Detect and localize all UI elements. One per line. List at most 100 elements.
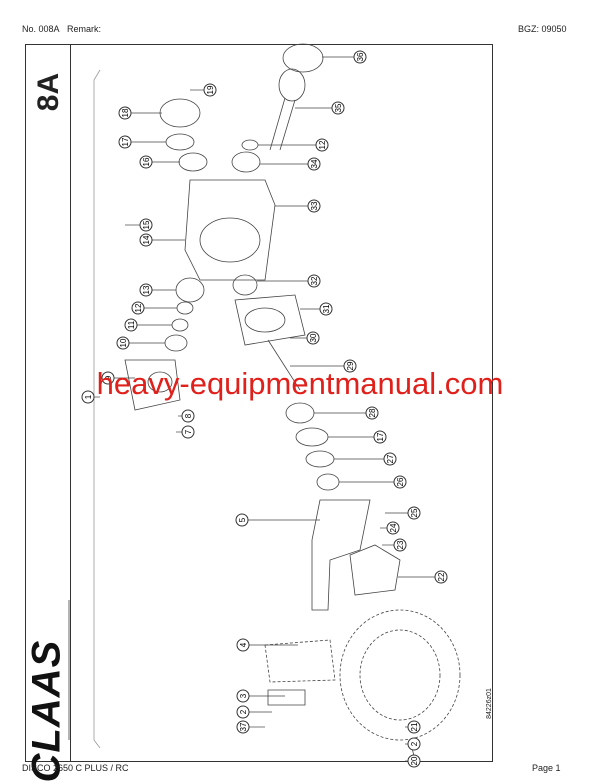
callout-circle xyxy=(235,513,249,527)
callout-number: 35 xyxy=(334,103,343,112)
callout-circle xyxy=(386,521,400,535)
callout-number: 25 xyxy=(410,508,419,517)
callout-circle xyxy=(181,409,195,423)
callout-number: 21 xyxy=(410,722,419,731)
callout-2: 2 xyxy=(236,705,272,719)
callout-number: 11 xyxy=(127,320,136,329)
callout-number: 1 xyxy=(84,394,93,399)
callout-number: 9 xyxy=(104,375,113,380)
part-number: No. 008A xyxy=(22,24,60,34)
callout-12: 12 xyxy=(131,301,177,315)
callout-3: 3 xyxy=(236,689,285,703)
callout-29: 29 xyxy=(290,359,357,373)
callout-22: 22 xyxy=(398,570,448,584)
callout-number: 18 xyxy=(121,108,130,117)
callout-circle xyxy=(407,506,421,520)
callout-number: 10 xyxy=(119,338,128,347)
callout-circle xyxy=(365,406,379,420)
callout-number: 15 xyxy=(142,220,151,229)
callout-36: 36 xyxy=(322,50,367,64)
callout-15: 15 xyxy=(125,218,153,232)
callout-34: 34 xyxy=(260,157,321,171)
footer-page: Page 1 xyxy=(532,763,561,773)
callout-19: 19 xyxy=(190,83,217,97)
callout-circle xyxy=(139,283,153,297)
callout-24: 24 xyxy=(380,521,400,535)
callout-13: 13 xyxy=(139,283,176,297)
callout-number: 26 xyxy=(396,477,405,486)
callout-1: 1 xyxy=(81,390,100,404)
callout-circle xyxy=(307,199,321,213)
callout-number: 30 xyxy=(309,333,318,342)
callout-circle xyxy=(307,274,321,288)
callout-number: 2 xyxy=(239,709,248,714)
callout-27: 27 xyxy=(334,452,397,466)
callout-number: 3 xyxy=(239,693,248,698)
callout-32: 32 xyxy=(257,274,321,288)
callout-number: 37 xyxy=(239,722,248,731)
callout-31: 31 xyxy=(300,302,333,316)
bgz-code: BGZ: 09050 xyxy=(518,24,567,34)
callout-circle xyxy=(373,430,387,444)
callout-7: 7 xyxy=(176,425,195,439)
callout-28: 28 xyxy=(314,406,379,420)
callout-number: 24 xyxy=(389,523,398,532)
callout-10: 10 xyxy=(116,336,165,350)
callout-circle xyxy=(236,638,250,652)
drawing-code: 84226z01 xyxy=(485,688,493,719)
callout-9: 9 xyxy=(101,371,135,385)
callout-number: 19 xyxy=(206,85,215,94)
callout-20: 20 xyxy=(405,754,421,768)
callout-circle xyxy=(407,720,421,734)
callout-number: 4 xyxy=(239,642,248,647)
callout-number: 16 xyxy=(142,157,151,166)
callout-number: 12 xyxy=(134,303,143,312)
callout-30: 30 xyxy=(290,331,320,345)
callout-25: 25 xyxy=(385,506,421,520)
header-number-remark: No. 008A Remark: xyxy=(22,24,101,34)
callout-33: 33 xyxy=(275,199,321,213)
remark-label: Remark: xyxy=(67,24,102,34)
callout-circle xyxy=(315,138,329,152)
callout-35: 35 xyxy=(295,101,345,115)
callout-14: 14 xyxy=(139,233,185,247)
callout-circle xyxy=(306,331,320,345)
callout-17: 17 xyxy=(328,430,387,444)
callout-circle xyxy=(181,425,195,439)
callout-circle xyxy=(307,157,321,171)
callout-21: 21 xyxy=(405,720,421,734)
callout-number: 27 xyxy=(386,454,395,463)
callout-circle xyxy=(81,390,95,404)
callout-number: 14 xyxy=(142,235,151,244)
callout-number: 31 xyxy=(322,304,331,313)
callout-2: 2 xyxy=(405,737,421,751)
title-column: 8A CLAAS xyxy=(25,45,71,783)
callout-circle xyxy=(383,452,397,466)
callout-circle xyxy=(319,302,333,316)
callout-17: 17 xyxy=(118,135,166,149)
callout-number: 13 xyxy=(142,285,151,294)
callout-number: 32 xyxy=(310,276,319,285)
callout-circle xyxy=(139,155,153,169)
callout-circle xyxy=(236,720,250,734)
callout-circle xyxy=(236,705,250,719)
callout-number: 23 xyxy=(396,540,405,549)
callout-11: 11 xyxy=(124,318,172,332)
footer-model: DISCO 2650 C PLUS / RC xyxy=(22,763,129,773)
callout-number: 33 xyxy=(310,201,319,210)
callout-number: 34 xyxy=(310,159,319,168)
callout-16: 16 xyxy=(139,155,180,169)
callout-circle xyxy=(236,689,250,703)
callout-number: 12 xyxy=(318,140,327,149)
callout-number: 28 xyxy=(368,408,377,417)
callout-circle xyxy=(407,754,421,768)
callout-12: 12 xyxy=(258,138,329,152)
callout-circle xyxy=(139,233,153,247)
callout-circle xyxy=(343,359,357,373)
callout-number: 20 xyxy=(410,756,419,765)
callout-circle xyxy=(118,135,132,149)
callout-circle xyxy=(131,301,145,315)
callout-number: 36 xyxy=(356,52,365,61)
callout-circle xyxy=(203,83,217,97)
